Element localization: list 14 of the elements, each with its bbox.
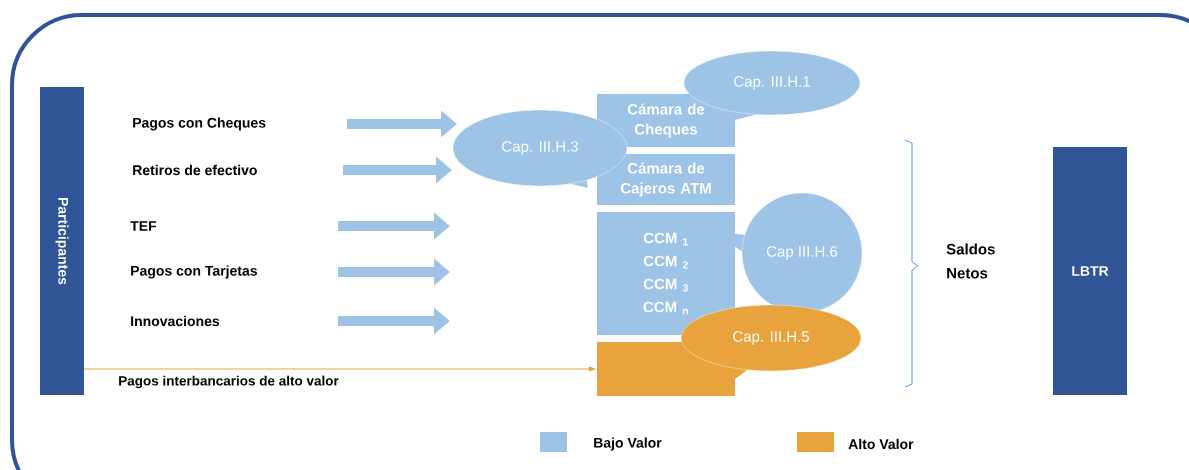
edge-label: Pagos interbancarios de alto valor [119,375,339,389]
brace-label: Saldos Netos [946,243,995,279]
speech-bubble: Cap III.H.6 [713,192,863,314]
payment-label: Pagos con Cheques [133,117,266,131]
participant-bar: Participantes [40,87,84,395]
payment-label: TEF [130,221,157,231]
payment-label: Innovaciones [131,315,220,327]
payment-label: Retiros de efectivo [133,164,257,176]
legend-label: Alto Valor [848,438,914,450]
legend-label: Bajo Valor [594,437,662,451]
clearing-box: Cámara de Cajeros ATM [597,154,735,205]
payment-label: Pagos con Tarjetas [131,265,257,279]
system-bar: LBTR [1053,147,1127,395]
arrow [83,366,596,372]
